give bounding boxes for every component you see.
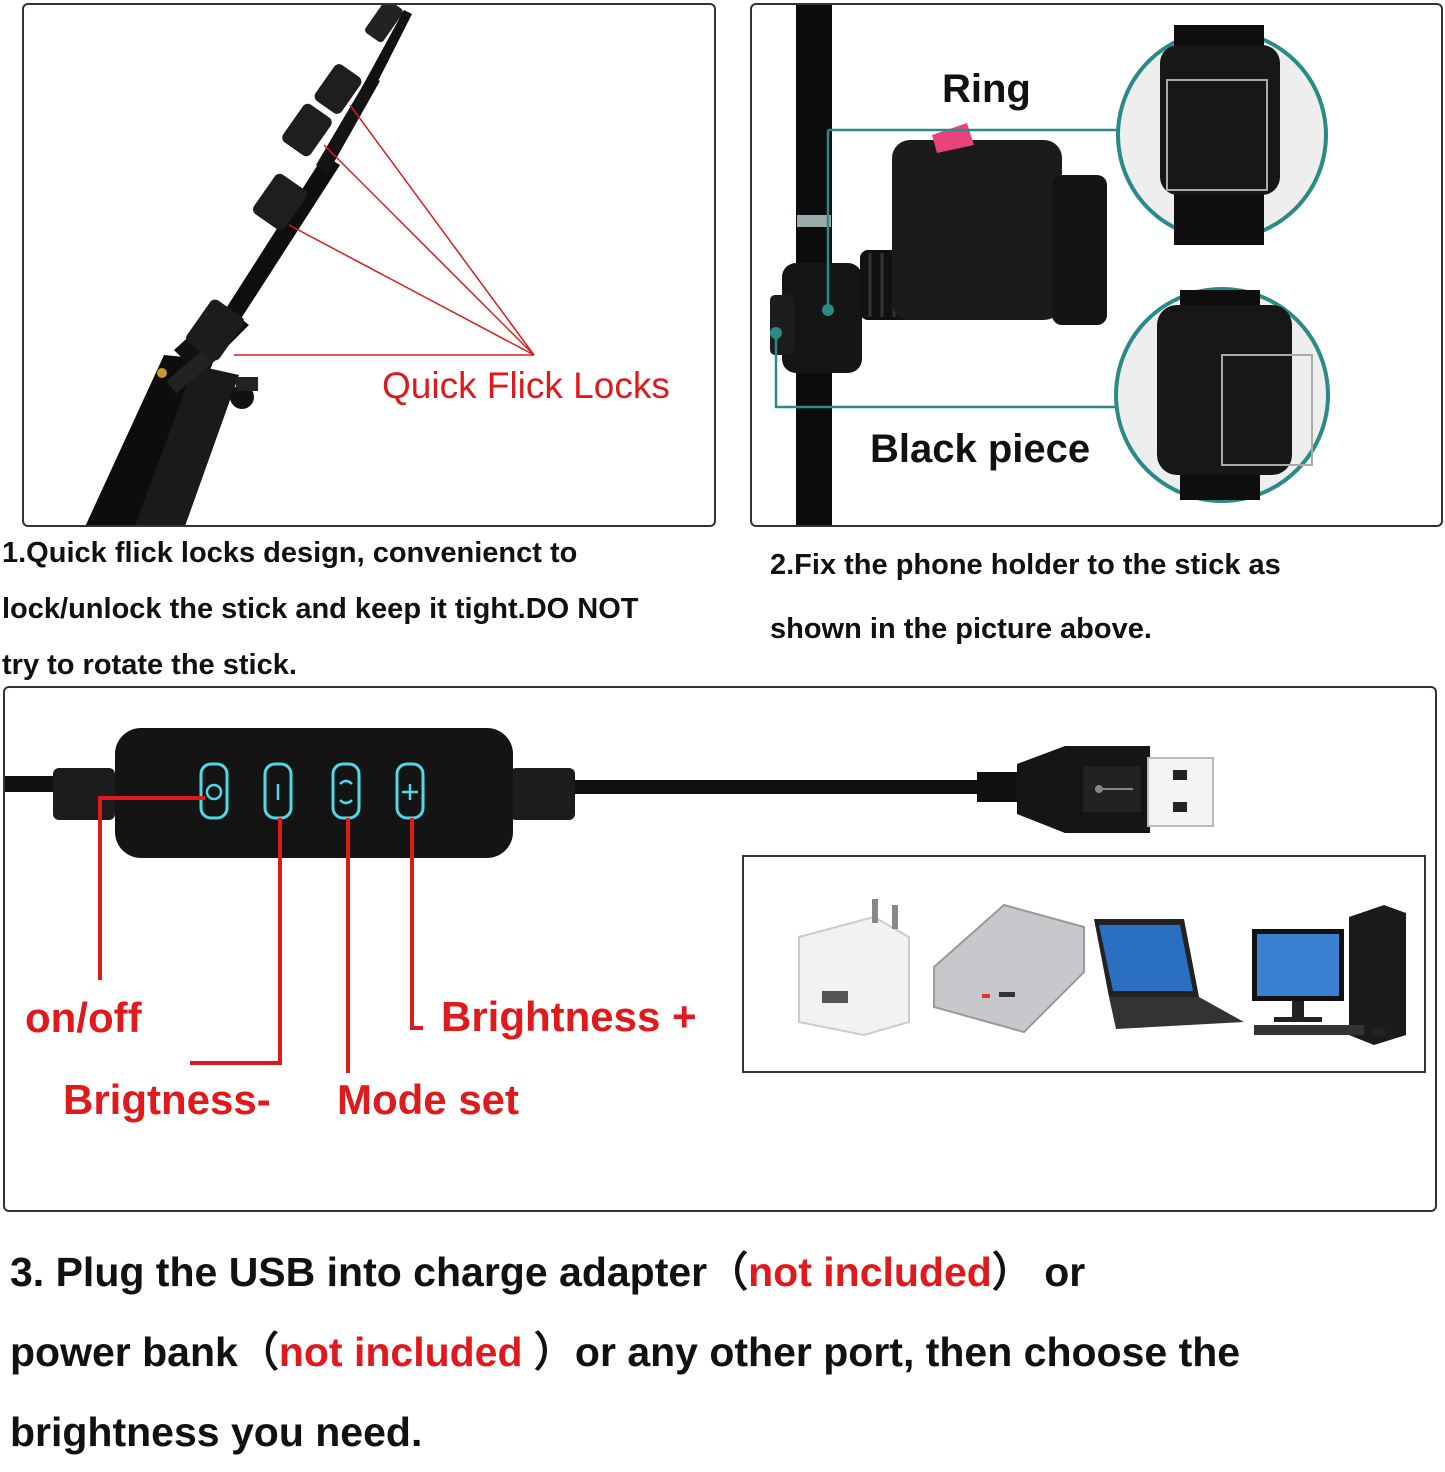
flick-lock-1 — [186, 299, 244, 361]
line-1-text-a: 3. Plug the USB into charge adapter（ — [10, 1249, 749, 1295]
power-icon — [205, 783, 223, 801]
mode-set-label: Mode set — [337, 1076, 520, 1123]
button-pointer-lines — [98, 796, 423, 1073]
black-piece-label: Black piece — [870, 427, 1091, 471]
usb-symbol-icon — [1095, 785, 1133, 793]
panel-phone-holder: Ring Black piece — [750, 3, 1443, 527]
brightness-minus-label: Brigtness- — [63, 1076, 271, 1123]
caption-step-2: 2.Fix the phone holder to the stick as s… — [770, 533, 1430, 661]
callout-lines — [774, 128, 1120, 409]
instruction-line-3: brightness you need. — [10, 1409, 423, 1455]
controller-body — [115, 728, 513, 858]
caption-step-1: 1.Quick flick locks design, convenienct … — [2, 525, 722, 693]
phone-holder-illustration — [770, 5, 1330, 525]
usb-wall-adapter-icon — [798, 899, 910, 1037]
ring-label: Ring — [942, 67, 1031, 111]
caption-2-line-1: 2.Fix the phone holder to the stick as — [770, 549, 1281, 581]
caption-1-line-2: lock/unlock the stick and keep it tight.… — [2, 593, 639, 625]
caption-1-line-1: 1.Quick flick locks design, convenienct … — [2, 537, 578, 569]
telescopic-stick-illustration — [85, 5, 535, 525]
mode-icon — [339, 779, 353, 805]
line-2-text-b: ）or any other port, then choose the — [522, 1329, 1241, 1375]
desktop-computer-icon — [1252, 905, 1406, 1045]
quick-flick-locks-label: Quick Flick Locks — [382, 365, 670, 406]
pointer-lines — [234, 104, 535, 356]
panel-usb-controller: on/off Brightness + Brigtness- Mode set — [3, 686, 1437, 1212]
laptop-icon — [1094, 919, 1244, 1029]
instructions-step-3: 3. Plug the USB into charge adapter（not … — [10, 1232, 1430, 1472]
caption-1-line-3: try to rotate the stick. — [2, 649, 297, 681]
compatible-devices-box — [742, 855, 1426, 1073]
flick-lock-3 — [282, 103, 332, 157]
flick-lock-2 — [253, 173, 307, 231]
instruction-line-1: 3. Plug the USB into charge adapter（not … — [10, 1232, 1430, 1312]
power-bank-icon — [933, 903, 1085, 1034]
black-piece-zoom-circle — [1114, 287, 1330, 503]
panel-quick-flick-locks: Quick Flick Locks — [22, 3, 716, 527]
brightness-plus-label: Brightness + — [441, 993, 697, 1040]
line-1-text-b: ） or — [991, 1249, 1086, 1295]
line-1-not-included: not included — [748, 1249, 992, 1295]
on-off-label: on/off — [25, 994, 142, 1041]
caption-2-line-2: shown in the picture above. — [770, 613, 1152, 645]
flick-lock-4 — [314, 64, 362, 114]
line-2-text-a: power bank（ — [10, 1329, 279, 1375]
usb-controller-illustration — [5, 728, 1214, 1073]
instruction-line-2: power bank（not included ）or any other po… — [10, 1312, 1430, 1392]
power-button[interactable] — [199, 762, 229, 820]
device-row — [798, 899, 1406, 1045]
line-2-not-included: not included — [278, 1329, 523, 1375]
ring-zoom-circle — [1116, 25, 1328, 245]
